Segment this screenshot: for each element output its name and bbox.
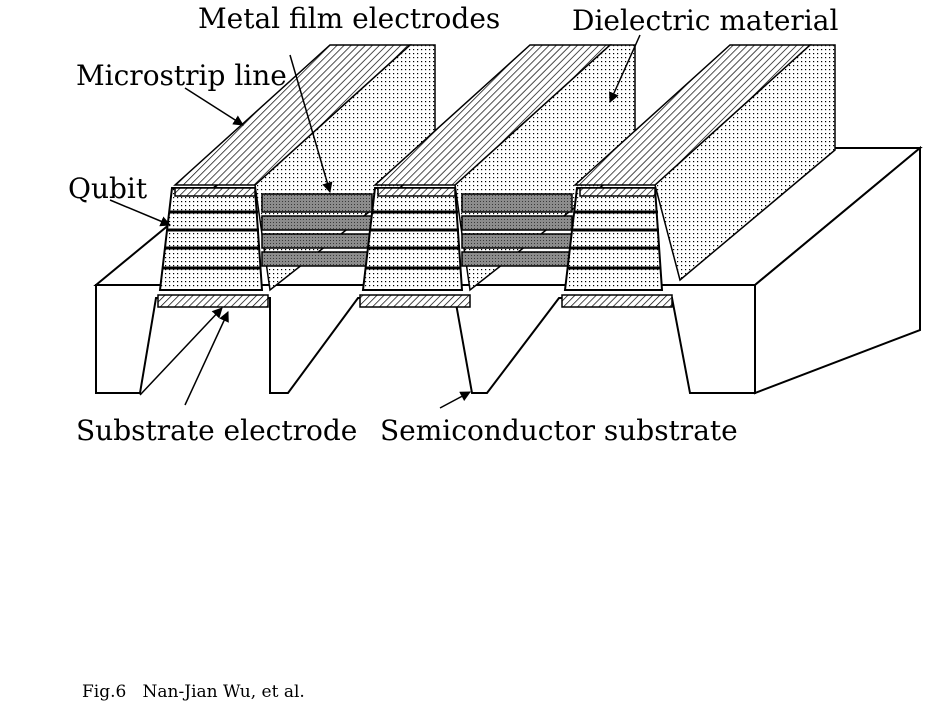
leader-lines: [109, 34, 641, 409]
metal-film-electrodes: [261, 193, 573, 267]
label-qubit: Qubit: [68, 172, 148, 205]
label-substrate-electrode: Substrate electrode: [76, 414, 357, 447]
label-microstrip-line: Microstrip line: [76, 59, 287, 92]
substrate-electrodes: [157, 294, 673, 308]
label-semiconductor-substrate: Semiconductor substrate: [380, 414, 738, 447]
figure-caption: Fig.6 Nan-Jian Wu, et al.: [82, 682, 305, 702]
qubit-stacks: [158, 187, 664, 291]
label-metal-film-electrodes: Metal film electrodes: [198, 2, 500, 35]
label-dielectric-material: Dielectric material: [572, 4, 838, 37]
